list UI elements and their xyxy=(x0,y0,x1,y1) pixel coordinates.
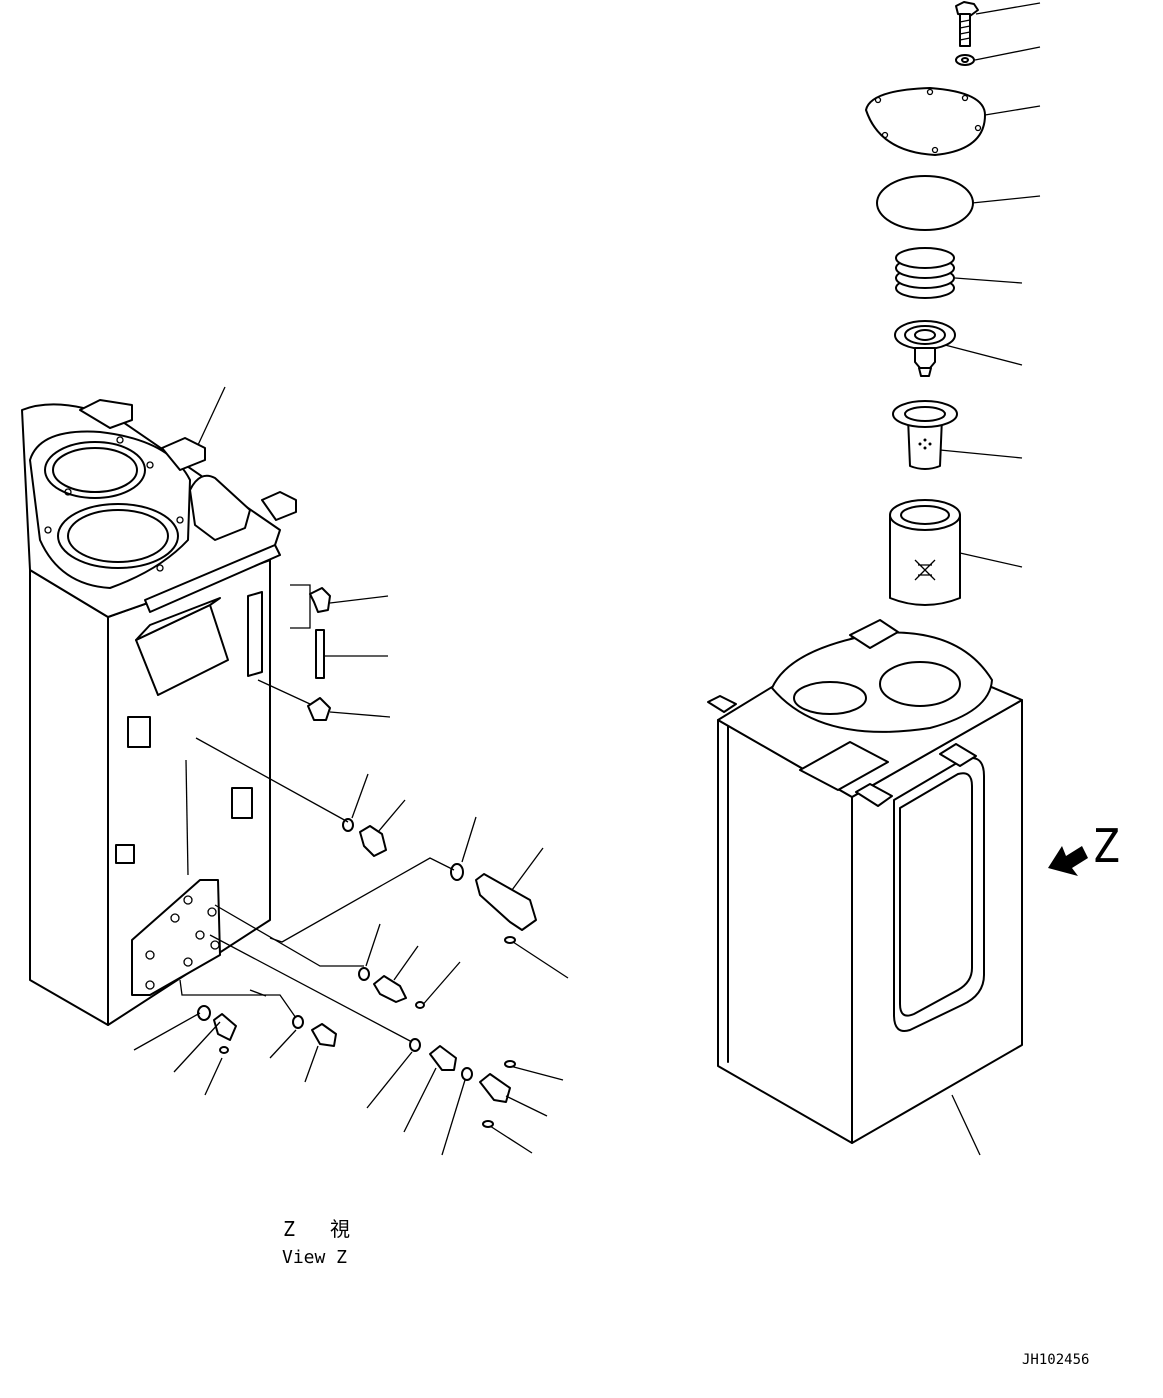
o-ring xyxy=(342,818,354,832)
view-label-kanji: 視 xyxy=(330,1217,350,1241)
drawing-code: JH102456 xyxy=(1022,1352,1089,1368)
o-ring xyxy=(358,967,370,981)
tank-view-z xyxy=(21,399,297,1026)
leader-lines-right xyxy=(939,2,1041,1156)
leader-lines-left xyxy=(133,386,569,1156)
pin xyxy=(219,1046,229,1054)
view-label-letter: Z xyxy=(283,1217,295,1241)
o-ring xyxy=(197,1005,211,1021)
hydraulic-tank xyxy=(707,619,1023,1144)
view-label-english: View Z xyxy=(282,1247,347,1268)
adapter xyxy=(311,1023,337,1047)
valve-assembly xyxy=(894,320,956,377)
union xyxy=(429,1045,457,1071)
elbow-fitting-upper xyxy=(309,587,331,613)
z-marker: Z xyxy=(1092,819,1120,873)
o-ring xyxy=(450,863,464,881)
pin xyxy=(504,936,516,944)
o-ring xyxy=(461,1067,473,1081)
pin xyxy=(415,1001,425,1009)
elbow-fitting-lower xyxy=(307,697,331,721)
spring xyxy=(895,247,955,299)
washer xyxy=(955,54,975,66)
filter-element xyxy=(889,499,961,606)
z-direction-arrow xyxy=(1048,846,1088,876)
strainer-basket xyxy=(892,400,958,470)
sensor-fitting xyxy=(373,975,407,1003)
pressure-switch xyxy=(475,873,537,931)
plug xyxy=(359,825,387,857)
pin xyxy=(482,1120,494,1128)
elbow-connector xyxy=(213,1013,237,1041)
hose-tube xyxy=(315,629,325,679)
cover-plate xyxy=(865,87,986,156)
bolt xyxy=(955,1,979,47)
o-ring xyxy=(292,1015,304,1029)
gasket xyxy=(876,175,974,231)
view-z-label: Z 視 View Z xyxy=(282,1217,350,1268)
o-ring xyxy=(409,1038,421,1052)
tee-fitting xyxy=(479,1073,511,1103)
pin xyxy=(504,1060,516,1068)
